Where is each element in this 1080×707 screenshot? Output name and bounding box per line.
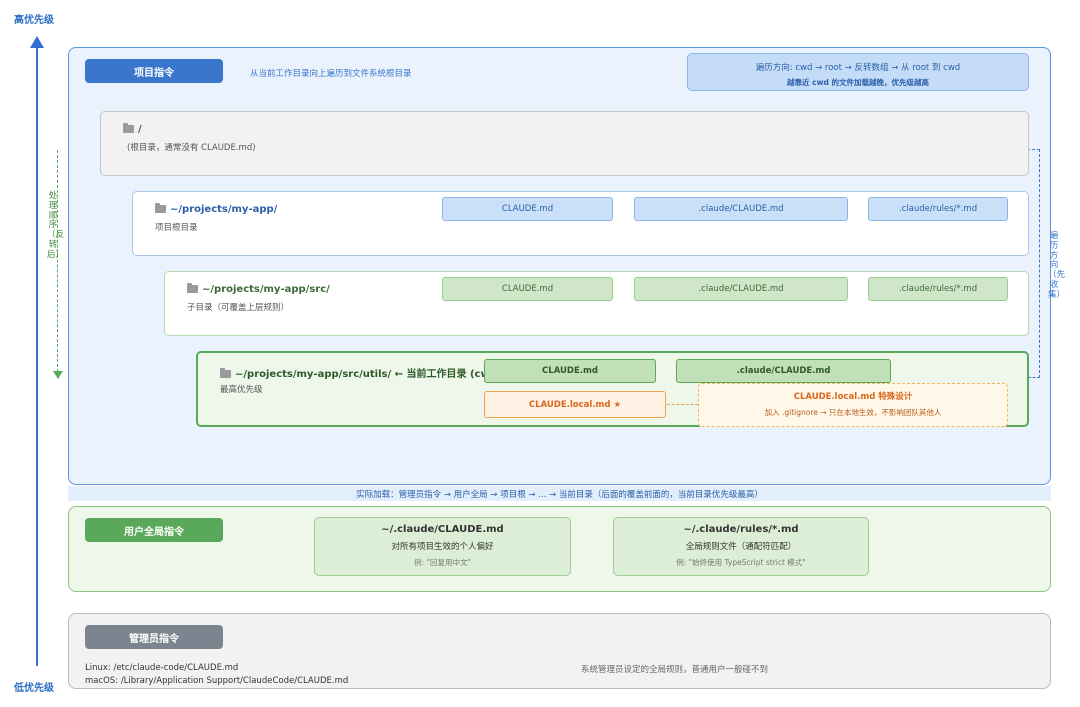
- dir-root: / (根目录，通常没有 CLAUDE.md): [100, 111, 1029, 176]
- dir-src-path: ~/projects/my-app/src/: [202, 284, 330, 295]
- traversal-line-bottom: [1019, 377, 1040, 378]
- local-file-note: CLAUDE.local.md 特殊设计 加入 .gitignore → 只在本…: [698, 383, 1008, 427]
- dir-cwd-desc: 最高优先级: [220, 385, 263, 395]
- traversal-note: 遍历方向: cwd → root → 反转数组 → 从 root 到 cwd 越…: [687, 53, 1029, 91]
- file-chip-claude-md: CLAUDE.md: [484, 359, 656, 383]
- project-section-tag: 项目指令: [85, 59, 223, 83]
- load-order-bar: 实际加载：管理员指令 → 用户全局 → 项目根 → ... → 当前目录（后面的…: [68, 486, 1051, 501]
- local-note-connector: [667, 404, 698, 405]
- admin-section: [68, 613, 1051, 689]
- user-card-example: 例: "回复用中文": [414, 558, 471, 567]
- local-note-desc: 加入 .gitignore → 只在本地生效，不影响团队其他人: [764, 408, 942, 417]
- local-note-title: CLAUDE.local.md 特殊设计: [793, 392, 913, 402]
- admin-desc: 系统管理员设定的全局规则，普通用户一般碰不到: [581, 665, 769, 675]
- folder-icon: [155, 203, 166, 213]
- priority-arrow-head: [30, 36, 44, 48]
- dir-project-root-desc: 项目根目录: [155, 223, 198, 233]
- admin-section-tag: 管理员指令: [85, 625, 223, 649]
- user-card-claude-md: ~/.claude/CLAUDE.md 对所有项目生效的个人偏好 例: "回复用…: [314, 517, 571, 576]
- file-chip-dot-claude-md: .claude/CLAUDE.md: [634, 197, 848, 221]
- priority-axis-line: [36, 46, 38, 666]
- high-priority-label: 高优先级: [14, 15, 54, 26]
- folder-icon: [187, 283, 198, 293]
- folder-icon: [220, 368, 231, 378]
- project-section-subtitle: 从当前工作目录向上遍历到文件系统根目录: [250, 69, 412, 79]
- file-chip-rules-md: .claude/rules/*.md: [868, 197, 1008, 221]
- file-chip-dot-claude-md: .claude/CLAUDE.md: [676, 359, 891, 383]
- user-card-title: ~/.claude/rules/*.md: [683, 524, 799, 535]
- dir-project-root-path: ~/projects/my-app/: [170, 204, 278, 215]
- file-chip-rules-md: .claude/rules/*.md: [868, 277, 1008, 301]
- dir-cwd-path: ~/projects/my-app/src/utils/ ← 当前工作目录 (c…: [235, 369, 484, 380]
- file-chip-claude-local-md: CLAUDE.local.md ★: [484, 391, 666, 418]
- dir-src-desc: 子目录（可覆盖上层规则）: [187, 303, 290, 313]
- admin-linux-path: Linux: /etc/claude-code/CLAUDE.md: [85, 663, 239, 673]
- traversal-note-line1: 遍历方向: cwd → root → 反转数组 → 从 root 到 cwd: [755, 63, 961, 73]
- user-card-rules-md: ~/.claude/rules/*.md 全局规则文件（通配符匹配） 例: "始…: [613, 517, 869, 576]
- traversal-note-line2: 越靠近 cwd 的文件加载越晚，优先级越高: [787, 78, 929, 87]
- file-chip-dot-claude-md: .claude/CLAUDE.md: [634, 277, 848, 301]
- low-priority-label: 低优先级: [14, 683, 54, 694]
- file-chip-claude-md: CLAUDE.md: [442, 277, 613, 301]
- traversal-line: [1039, 149, 1040, 378]
- folder-icon: [123, 123, 134, 133]
- file-chip-claude-md: CLAUDE.md: [442, 197, 613, 221]
- user-card-example: 例: "始终使用 TypeScript strict 模式": [676, 558, 806, 567]
- user-card-title: ~/.claude/CLAUDE.md: [381, 524, 504, 535]
- dir-root-desc: (根目录，通常没有 CLAUDE.md): [127, 143, 256, 153]
- process-order-label: 处理顺序（反转后）: [47, 191, 65, 260]
- traversal-line-top: [1027, 149, 1040, 150]
- admin-macos-path: macOS: /Library/Application Support/Clau…: [85, 676, 349, 686]
- user-card-desc: 全局规则文件（通配符匹配）: [685, 542, 797, 552]
- process-order-arrow: [53, 371, 63, 379]
- dir-root-path: /: [138, 124, 142, 135]
- user-section-tag: 用户全局指令: [85, 518, 223, 542]
- process-order-line: [57, 150, 58, 372]
- user-card-desc: 对所有项目生效的个人偏好: [391, 542, 494, 552]
- traversal-direction-label: 遍历方向（先收集）: [1048, 231, 1066, 300]
